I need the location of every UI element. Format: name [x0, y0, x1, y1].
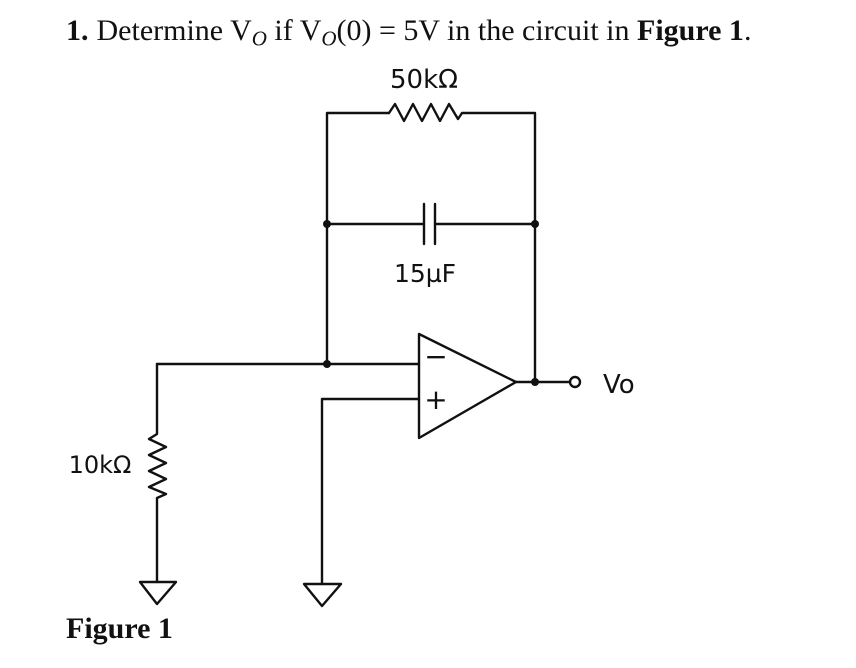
output-voltage-label: Vo	[603, 370, 635, 400]
ground-left-icon	[138, 580, 178, 606]
problem-figure-ref: Figure 1	[637, 14, 744, 47]
resistor-50k-symbol	[387, 102, 537, 384]
ground-right-icon	[302, 582, 343, 608]
input-resistor-label: 10kΩ	[69, 451, 132, 479]
opamp-inverting-sign: −	[424, 340, 447, 373]
feedback-resistor-label: 50kΩ	[390, 65, 458, 95]
problem-condition: (0) = 5V in the circuit in	[336, 14, 637, 47]
problem-var-sub: O	[251, 26, 267, 51]
opamp-noninverting-sign: +	[424, 383, 447, 416]
figure-caption: Figure 1	[66, 612, 173, 645]
junction-dot	[323, 220, 331, 228]
junction-dot	[531, 220, 539, 228]
wire-feedback-top	[325, 111, 391, 366]
problem-text-mid: if V	[266, 14, 322, 47]
problem-statement: 1.Determine VO if VO(0) = 5V in the circ…	[66, 14, 752, 51]
capacitor-symbol	[422, 202, 437, 246]
capacitor-label: 15µF	[394, 259, 456, 288]
opamp-symbol	[417, 332, 518, 440]
problem-number: 1.	[66, 14, 89, 47]
resistor-10k-symbol	[147, 362, 168, 584]
problem-period: .	[743, 14, 752, 47]
problem-text-before: Determine V	[96, 14, 252, 47]
junction-dot	[323, 360, 331, 368]
problem-cond-sub: O	[321, 26, 337, 51]
output-terminal	[568, 375, 582, 389]
wire-noninverting-input	[320, 397, 421, 586]
junction-dot	[531, 378, 539, 386]
